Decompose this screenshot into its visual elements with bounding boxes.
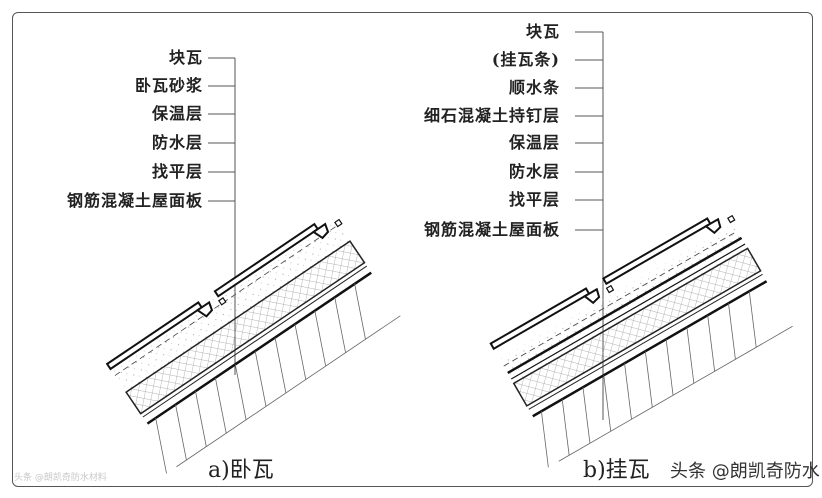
slab-hatch	[624, 363, 632, 420]
slab-hatch	[195, 391, 207, 447]
tile	[601, 217, 712, 286]
label-concrete-slab: 钢筋混凝土屋面板	[423, 220, 560, 239]
slab-hatch	[582, 387, 591, 444]
label-tile: 块瓦	[525, 22, 560, 41]
label-nail-layer: 细石混凝土持钉层	[423, 106, 560, 125]
slab-bottom	[558, 325, 793, 462]
fastener	[218, 297, 227, 306]
slab-hatch	[354, 283, 366, 340]
slab-hatch	[748, 291, 757, 348]
tile-lug	[195, 300, 214, 318]
slab-hatch	[294, 324, 307, 380]
slab-hatch	[254, 350, 267, 407]
label-mortar: 卧瓦砂浆	[134, 76, 203, 95]
leveling-layer	[532, 280, 768, 418]
waterproof-layer	[142, 265, 368, 418]
slab-hatch	[686, 327, 695, 384]
label-tile-batten: (挂瓦条)	[491, 50, 560, 69]
label-tile: 块瓦	[168, 48, 203, 67]
slab-hatch	[175, 404, 187, 461]
slab-hatch	[707, 315, 716, 372]
caption-b: b)挂瓦	[583, 458, 650, 483]
tile-lug	[582, 287, 601, 305]
fastener	[334, 218, 343, 228]
leveling-layer	[146, 271, 372, 425]
slab-hatch	[274, 337, 287, 394]
watermark: 头条 @朗凯奇防水	[670, 461, 820, 482]
insulation-layer	[125, 240, 366, 415]
slab-hatch	[234, 364, 247, 420]
slab-bottom	[176, 315, 401, 468]
left-section-wo-wa	[105, 217, 401, 474]
slab-hatch	[728, 303, 736, 360]
slab-hatch	[541, 411, 549, 468]
right-section-gua-wa	[489, 214, 793, 468]
slab-hatch	[644, 351, 653, 408]
dashed-rebar-line	[114, 224, 340, 376]
counter-batten	[507, 236, 743, 375]
slab-hatch	[603, 375, 612, 432]
caption-a: a)卧瓦	[208, 458, 274, 483]
label-insulation: 保温层	[508, 133, 560, 152]
mortar-layer	[499, 224, 748, 384]
figure-frame	[12, 12, 813, 487]
mortar-layer	[110, 217, 350, 393]
dashed-rebar-line	[503, 230, 738, 367]
watermark-small: 头条 @朗凯奇防水材料	[14, 473, 107, 483]
fastener	[727, 214, 736, 224]
label-leveling: 找平层	[508, 190, 560, 209]
tile-lug	[704, 217, 722, 235]
insulation-layer	[512, 247, 762, 407]
tile-lug	[311, 222, 330, 240]
label-leveling: 找平层	[151, 162, 203, 181]
label-concrete-slab: 钢筋混凝土屋面板	[66, 191, 203, 210]
slab-hatch	[155, 417, 167, 474]
tile	[105, 301, 204, 371]
slab-hatch	[314, 310, 327, 367]
label-waterproof: 防水层	[151, 133, 203, 152]
tile	[213, 222, 320, 298]
label-counter-batten: 顺水条	[508, 78, 560, 97]
label-waterproof: 防水层	[508, 162, 560, 181]
tile	[489, 287, 591, 351]
waterproof-layer	[528, 273, 763, 410]
slab-hatch	[214, 377, 227, 434]
slab-hatch	[561, 399, 570, 456]
slab-hatch	[665, 339, 674, 396]
nail-layer-line	[510, 243, 746, 380]
label-insulation: 保温层	[151, 104, 203, 123]
slab-hatch	[334, 297, 346, 353]
fastener	[605, 284, 615, 294]
